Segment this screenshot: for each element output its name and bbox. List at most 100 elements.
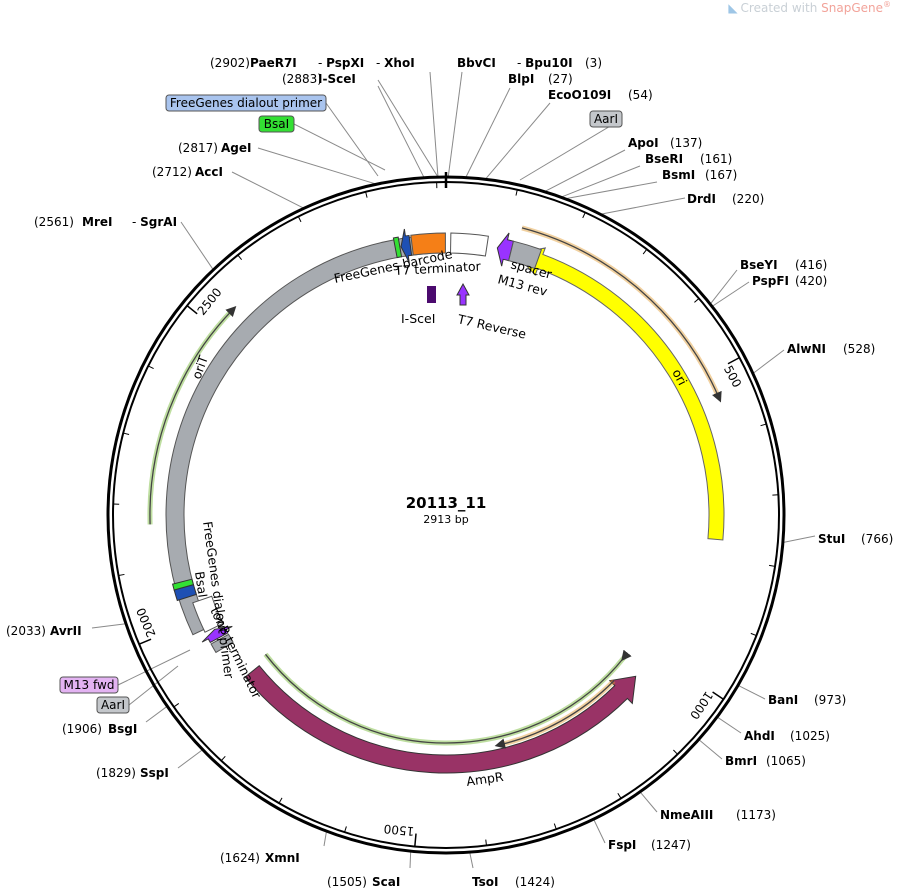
enzyme-name: BanI [768,693,798,707]
ori-primer-arrow [521,227,722,403]
tick-mark [582,212,586,219]
tick-mark [673,749,678,755]
leader-line [639,791,658,813]
enzyme-position: (2033) [6,624,46,638]
tag-label: BsaI [264,117,289,131]
leader-line [231,171,305,209]
enzyme-name: SgrAI [140,215,177,229]
tag-leader [117,649,191,686]
tonb-terminator-box [192,595,224,633]
enzyme-position: (2883) [282,72,322,86]
tag-box [96,696,130,714]
bsai-green-lower [171,578,195,591]
credit-prefix: Created with [740,1,822,15]
leader-line [177,749,203,769]
enzyme-name: DrdI [687,192,716,206]
enzyme-position: (1906) [62,722,102,736]
tick-mark [769,564,776,567]
enzyme-separator: - [376,56,384,70]
tick-mark [173,703,180,708]
snapgene-logo-icon: ◣ [728,1,738,15]
enzyme-site-label: - Bpu10I [517,56,573,70]
enzyme-name: BmrI [725,754,757,768]
credit-mark: ® [883,0,891,9]
leader-line [709,269,738,305]
enzyme-position: (420) [795,274,827,288]
ampr-orf-arrow [264,649,632,744]
enzyme-name: EcoO109I [548,88,611,102]
tag-box [165,94,327,112]
enzyme-name: AlwNI [787,342,826,356]
enzyme-site-label: ScaI [372,875,400,889]
enzyme-site-label: StuI [818,532,845,546]
enzyme-name: AhdI [744,729,775,743]
ori-feature [514,247,725,541]
tag-box [589,110,623,128]
enzyme-name: ApoI [628,136,659,150]
enzyme-name: XhoI [384,56,415,70]
enzyme-position: (973) [814,693,846,707]
tick-label: 1500 [383,822,415,839]
enzyme-position: (1424) [515,875,555,889]
enzyme-site-label: - SgrAI [132,215,177,229]
leader-line [257,147,377,185]
tag-label: AarI [594,112,618,126]
enzyme-position: (766) [861,532,893,546]
enzyme-position: (137) [670,136,702,150]
tick-mark [553,823,557,830]
tick-mark [485,839,487,846]
leader-line [544,149,626,193]
enzyme-position: (3) [585,56,602,70]
tag-label: M13 fwd [64,678,115,692]
tick-mark [344,826,347,833]
leader-line [711,281,750,307]
tick-mark [237,254,243,261]
label-leader-lines [91,71,816,869]
enzyme-site-label: - PspXI [318,56,364,70]
tick-mark [297,216,302,223]
enzyme-site-label: EcoO109I [548,88,611,102]
enzyme-name: BbvCI [457,56,496,70]
enzyme-site-label: PaeR7I [250,56,297,70]
enzyme-name: AccI [195,165,223,179]
t7-reverse-feature [456,282,470,306]
i-scei-feature [427,286,436,303]
tick-mark [515,189,518,196]
enzyme-name: I-SceI [318,72,356,86]
enzyme-position: (1065) [766,754,806,768]
enzyme-site-label: AlwNI [787,342,826,356]
credit-brand: SnapGene [821,1,883,15]
enzyme-name: PaeR7I [250,56,297,70]
enzyme-site-label: PspFI [752,274,789,288]
leader-line [560,165,641,198]
tag-box [258,115,295,133]
enzyme-name: AvrII [50,624,82,638]
tick-mark [750,632,757,637]
enzyme-site-label: AhdI [744,729,775,743]
leader-line [737,684,766,700]
enzyme-name: AgeI [221,141,251,155]
orit-orf-arrow [149,305,237,525]
leader-line [377,85,425,178]
enzyme-name: TsoI [472,875,498,889]
feature-label: ori [669,366,690,387]
enzyme-site-label: BsmI [662,168,695,182]
enzyme-labels: PaeR7I(2902)- PspXI- XhoII-SceI(2883)Bbv… [6,56,893,889]
tick-mark [365,191,368,198]
leader-line [377,79,439,178]
leader-line [484,102,551,180]
plasmid-name: 20113_11 [406,494,487,512]
tick-mark [642,249,648,255]
tick-mark [118,573,125,577]
enzyme-site-label: AgeI [221,141,251,155]
enzyme-position: (1025) [790,729,830,743]
tick-label: 2000 [134,606,159,640]
enzyme-name: StuI [818,532,845,546]
leader-line [447,71,463,178]
enzyme-position: (528) [843,342,875,356]
tick-mark [694,298,700,303]
enzyme-site-label: SspI [140,766,169,780]
enzyme-site-label: DrdI [687,192,716,206]
m13-fwd-feature [201,625,233,644]
